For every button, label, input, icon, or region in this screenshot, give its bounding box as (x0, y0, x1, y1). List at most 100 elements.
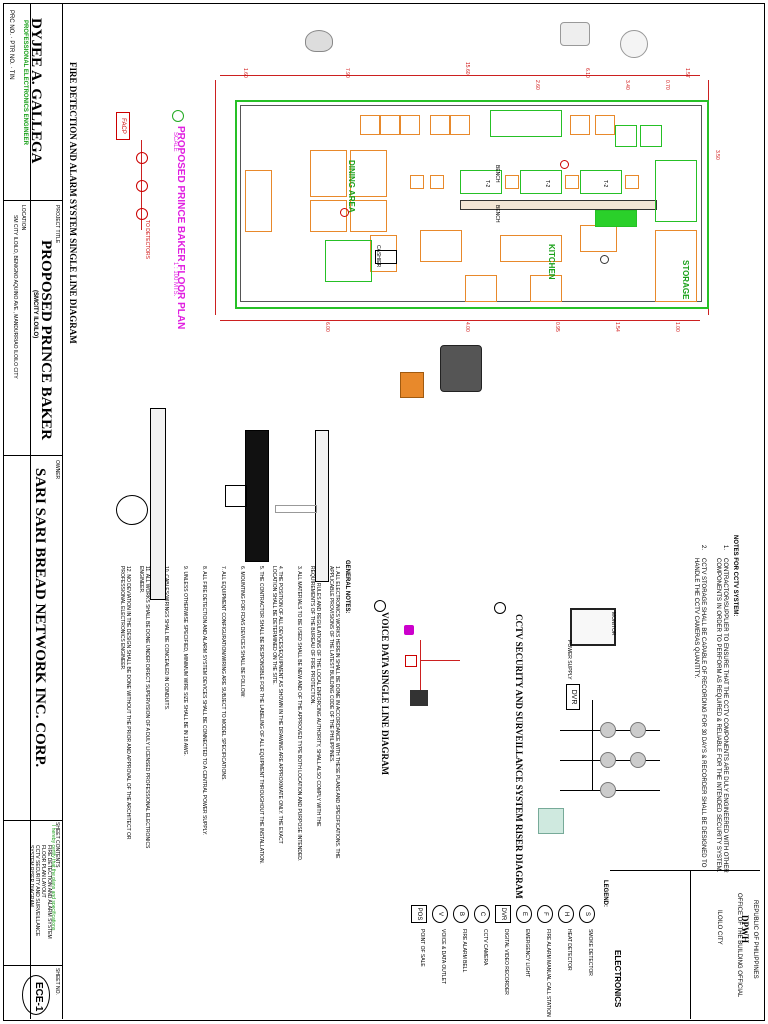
contents-line-4: SYSTEM RISER DIAGRAM (28, 845, 34, 907)
cctv-notes-title: NOTES FOR CCTV SYSTEM: (732, 535, 738, 617)
kitchen-counter-1 (420, 230, 462, 262)
kitchen-counter-3 (580, 225, 617, 252)
fdas-smoke-1 (136, 152, 148, 164)
cctv-camera-4 (630, 752, 646, 768)
bench-label-2: BENCH (494, 165, 500, 183)
storage-label: STORAGE (681, 260, 690, 300)
table-top-4 (430, 115, 450, 135)
smoke-detector-2 (560, 160, 569, 169)
chair-4 (565, 175, 579, 189)
general-note-item: 7. ALL EQUIPMENT CONFIGURATION/WIRING AR… (220, 566, 226, 781)
dining-table-2 (350, 150, 387, 197)
general-note-item: 11. ALL WORKS SHALL BE DONE UNDER DIRECT… (138, 566, 150, 849)
dim-5: 2.60 (534, 80, 540, 90)
table-top-1 (360, 115, 380, 135)
title-hline-2 (3, 455, 63, 456)
detail-conduit-box (245, 430, 269, 562)
table-t2-label-3: T-2 (602, 180, 608, 188)
cashier-area (325, 240, 372, 282)
header-city: ILOILO CITY (716, 910, 722, 945)
owner-label: OWNER (54, 460, 60, 480)
power-supply-label: POWER SUPPLY (566, 640, 572, 680)
voice-title: VOICE DATA SINGLE LINE DIAGRAM (380, 612, 390, 776)
kitchen-green-fill (595, 210, 637, 227)
cctv-title-circle (494, 602, 506, 614)
legend-symbol: C (474, 905, 490, 923)
table-top-3 (400, 115, 420, 135)
detail-camera-mount (116, 495, 148, 525)
header-divider (690, 870, 691, 1019)
cctv-monitor-label: MONITOR (610, 612, 616, 636)
title-hline-4 (3, 965, 63, 966)
floor-plan-scale: SCALE (172, 132, 178, 152)
kitchen-equipment (530, 275, 562, 302)
dim-8: 1.57 (684, 68, 690, 78)
facp-box: FACP (116, 112, 130, 140)
fdas-smoke-3 (136, 208, 148, 220)
legend-symbol: V (432, 905, 448, 923)
dim-b3: 0.95 (554, 322, 560, 332)
general-note-item: 2. THE RULES AND REGULATIONS OF THE LOCA… (309, 566, 321, 827)
header-hline (610, 870, 760, 871)
project-title: PROPOSED PRINCE BAKER (38, 240, 54, 441)
table-t2-3 (580, 170, 622, 194)
smoke-detector-image (620, 30, 648, 58)
dim-b5: 1.00 (674, 322, 680, 332)
storage-annex (655, 160, 697, 222)
sheet-contents-label: SHEET CONTENTS (54, 822, 60, 868)
general-note-item: 4. THE POSITION OF ALL DEVICES/EQUIPMENT… (271, 566, 283, 844)
general-note-item: 5. THE CONTRACTOR SHALL BE RESPONSIBLE F… (258, 566, 264, 865)
legend-symbol: B (453, 905, 469, 923)
floor-plan (200, 60, 720, 335)
detail-junction-box (225, 485, 247, 507)
table-t2-1 (460, 170, 502, 194)
cctv-note-1: CONTRACTOR/SUPPLIER TO ENSURE THAT THE C… (715, 558, 728, 873)
storage-room (655, 230, 697, 302)
cashier-pos (375, 250, 397, 264)
company-name: SARI SARI BREAD NETWORK INC. CORP. (32, 468, 48, 768)
discipline-label: ELECTRONICS (613, 950, 622, 1008)
dvr-label: DVR (570, 689, 577, 705)
kitchen-label: KITCHEN (547, 244, 556, 280)
dining-area-label: DINING AREA (347, 160, 356, 213)
general-note-item: 8. ALL FIRE DETECTION AND ALARM SYSTEM D… (201, 566, 207, 836)
dim-b4: 1.54 (614, 322, 620, 332)
cctv-trunk (592, 700, 593, 790)
legend-symbol: F (537, 905, 553, 923)
table-t2-label-2: T-2 (544, 180, 550, 188)
green-t2 (640, 125, 662, 147)
dim-6: 3.40 (624, 80, 630, 90)
dim-line-left (215, 80, 216, 315)
bench-label-1: BENCH (494, 205, 500, 223)
chair-1 (410, 175, 424, 189)
cctv-note-num-1: 1. (722, 545, 728, 551)
detail-wall-1 (150, 408, 166, 600)
sheet-number: ECE-1 (33, 982, 44, 1012)
dim-b2: 4.00 (464, 322, 470, 332)
cctv-note-num-2: 2. (700, 545, 706, 551)
fdas-title: FIRE DETECTION AND ALARM SYSTEM SINGLE L… (68, 62, 78, 344)
detail-ceiling (315, 430, 329, 582)
dining-table-4 (350, 200, 387, 232)
legend-label: DIGITAL VIDEO RECORDER (503, 929, 509, 995)
dim-1: 1.60 (242, 68, 248, 78)
voice-device (404, 625, 414, 635)
dim-b1: 6.00 (324, 322, 330, 332)
sheet-no-circle (22, 975, 50, 1015)
emergency-light-image (560, 22, 590, 46)
general-note-item: 6. MOUNTING FOR FDAS DEVICES SHALL BE FO… (239, 566, 245, 698)
dvr-box: DVR (566, 684, 580, 710)
chair-5 (625, 175, 639, 189)
voice-outlet (405, 655, 417, 667)
legend-symbol: H (558, 905, 574, 923)
cctv-camera-2 (630, 722, 646, 738)
sheet-border (3, 3, 765, 1021)
smoke-detector-1 (340, 208, 349, 217)
contents-line-3: CCTV SECURITY AND SURVEILLANCE (34, 845, 40, 937)
floor-plan-scale-value: 1 : 100 MTS. (172, 262, 178, 297)
contents-line-1: FIRE DETECTION AND ALARM SYSTEM (46, 845, 52, 939)
dining-table-1 (310, 150, 347, 197)
facp-label: FACP (120, 118, 126, 134)
cctv-dvr-image (538, 808, 564, 834)
